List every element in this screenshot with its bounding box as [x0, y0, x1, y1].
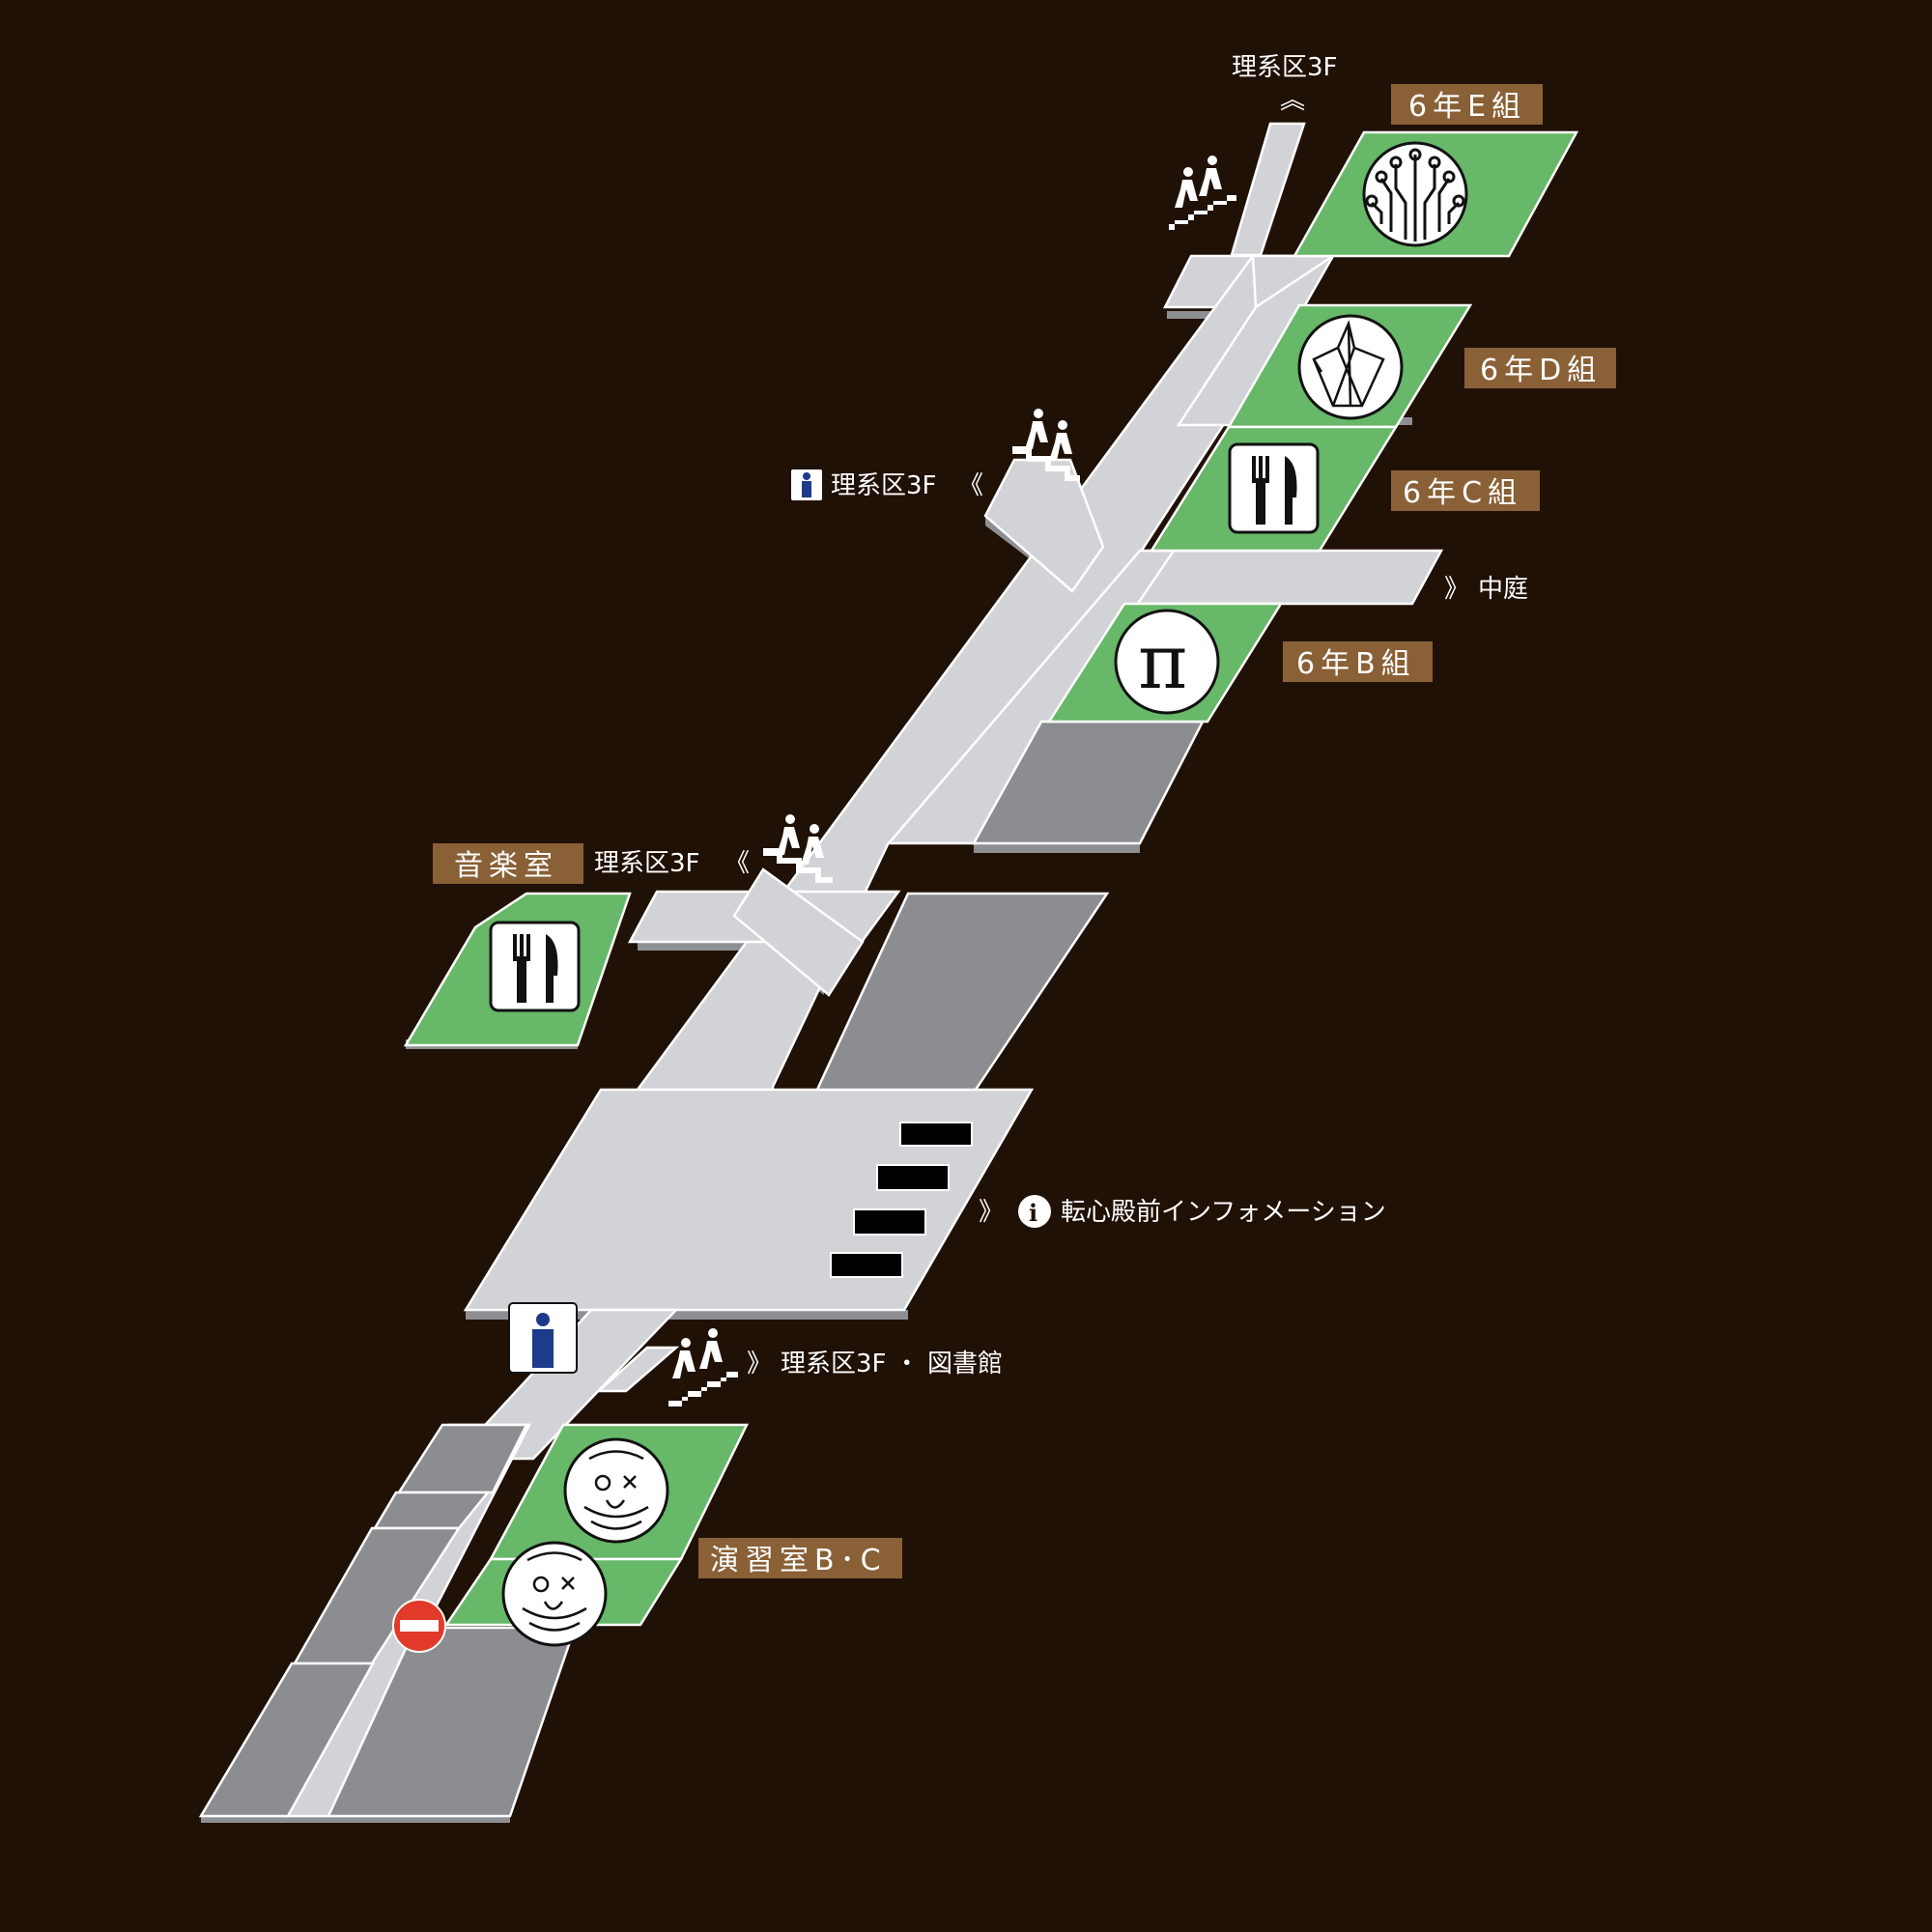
restaurant-icon	[489, 921, 581, 1012]
room-icons: π	[501, 141, 1468, 1647]
stairs-icon	[1169, 156, 1236, 230]
left-arrow-icon: 《	[958, 471, 983, 500]
dir-info: 転心殿前インフォメーション	[1061, 1198, 1386, 1227]
svg-text:π: π	[1138, 619, 1187, 706]
label-6c: 6年C組	[1403, 476, 1522, 510]
right-arrow-icon: 》	[979, 1198, 1004, 1227]
stairs-icon	[1012, 409, 1080, 481]
no-entry-icon	[392, 1599, 446, 1653]
up-arrow-icon: ︽	[1280, 86, 1305, 115]
dir-library: 理系区3F ・ 図書館	[781, 1350, 1003, 1378]
left-arrow-icon: 《	[724, 849, 750, 878]
label-seminar: 演習室B･C	[710, 1544, 887, 1577]
mummy-face-icon	[563, 1437, 669, 1544]
toilet-icon	[791, 469, 822, 500]
right-arrow-icon: 》	[1444, 575, 1469, 604]
right-arrow-icon: 》	[747, 1350, 772, 1378]
restaurant-icon	[1228, 442, 1320, 534]
info-counters	[830, 1122, 973, 1278]
pi-icon: π	[1114, 609, 1220, 715]
label-6d: 6年D組	[1480, 354, 1602, 387]
label-6b: 6年B組	[1296, 647, 1416, 681]
room-labels: 6年E組 6年D組 6年C組 6年B組 音楽室 演習室B･C	[433, 84, 1616, 1578]
dir-top: 理系区3F	[1232, 53, 1338, 82]
stairs-icon	[668, 1328, 738, 1406]
paper-crane-icon	[1297, 314, 1404, 420]
dir-mid-toilet: 理系区3F	[831, 471, 937, 500]
info-icon: i	[1018, 1195, 1051, 1228]
closed-areas	[198, 720, 1206, 1818]
dir-music-stairs: 理系区3F	[594, 849, 700, 878]
mummy-face-icon	[501, 1541, 608, 1647]
svg-text:i: i	[1029, 1199, 1037, 1227]
toilet-icon	[508, 1302, 578, 1374]
circuit-icon	[1362, 141, 1468, 247]
direction-labels: 理系区3F ︽ 理系区3F 《 》 中庭 理系区3F 《 》 転心殿前インフォメ…	[594, 53, 1528, 1378]
label-music: 音楽室	[454, 849, 558, 883]
dir-courtyard: 中庭	[1478, 575, 1528, 604]
stairs-icon	[763, 814, 833, 883]
label-6e: 6年E組	[1408, 90, 1526, 124]
